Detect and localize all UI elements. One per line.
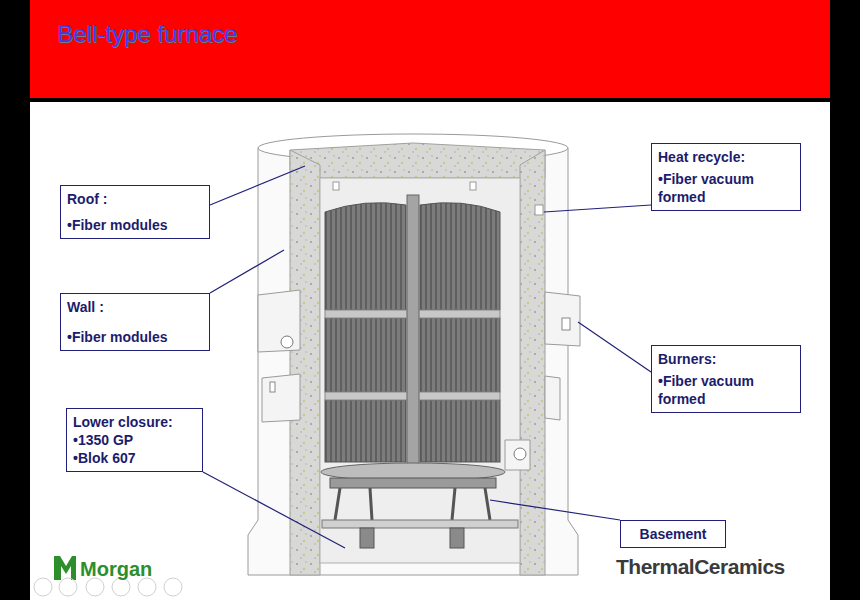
callout-item: •Fiber modules (67, 328, 203, 346)
callout-box: Roof : •Fiber modules (60, 185, 210, 239)
company-logo: Morgan (80, 558, 152, 581)
callout-heading: Lower closure: (73, 413, 196, 431)
brand-logo: ThermalCeramics (616, 555, 785, 579)
callout-heading: Roof : (67, 190, 203, 208)
callout-box: Wall : •Fiber modules (60, 293, 210, 351)
callout-item: •1350 GP (73, 431, 196, 449)
callout-heading: Basement (627, 525, 719, 543)
callout-item: •Fiber vacuum formed (658, 372, 794, 408)
callout-box: Basement (620, 520, 726, 548)
callout-item: •Fiber vacuum formed (658, 170, 794, 206)
header-band (30, 0, 830, 98)
header-rule (30, 98, 830, 102)
callout-box: Heat recycle: •Fiber vacuum formed (651, 143, 801, 211)
callout-box: Lower closure:•1350 GP•Blok 607 (66, 408, 203, 472)
callout-heading: Heat recycle: (658, 148, 794, 166)
callout-heading: Wall : (67, 298, 203, 316)
callout-item: •Fiber modules (67, 216, 203, 234)
slide-title: Bell-type furnace (57, 20, 237, 48)
callout-box: Burners: •Fiber vacuum formed (651, 345, 801, 413)
callout-heading: Burners: (658, 350, 794, 368)
callout-item: •Blok 607 (73, 449, 196, 467)
